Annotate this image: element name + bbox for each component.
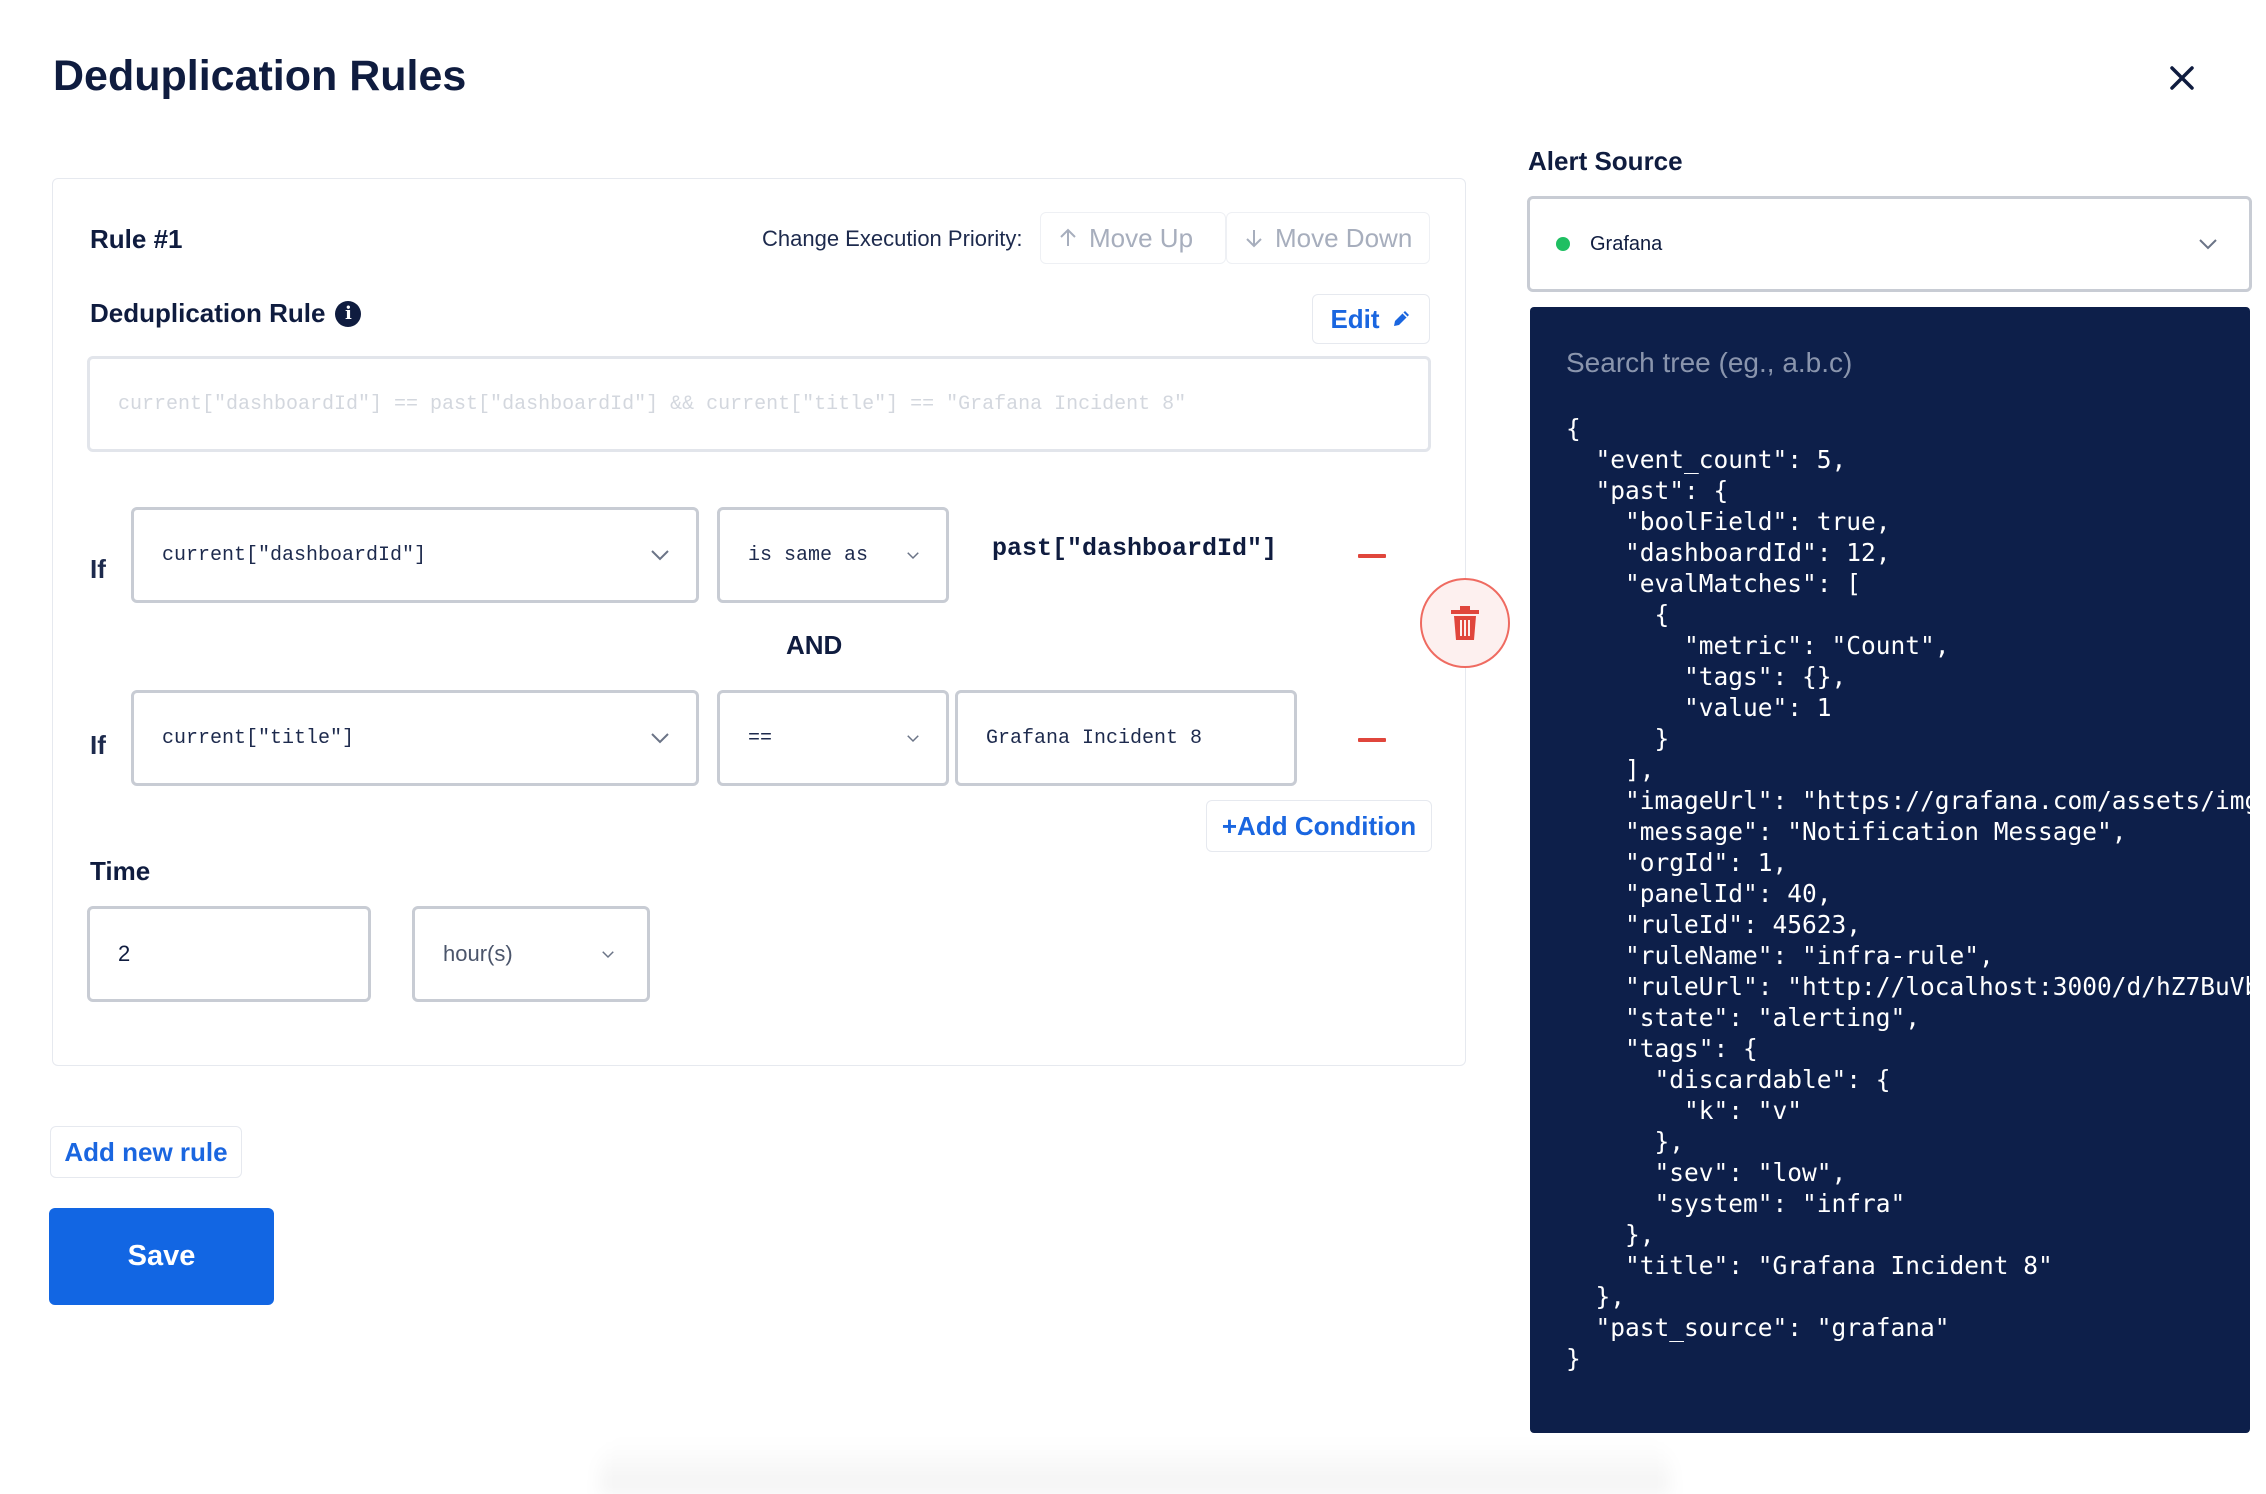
tree-line: "ruleId": 45623, bbox=[1566, 910, 1862, 939]
tree-line: "value": 1 bbox=[1566, 693, 1832, 722]
rule-expression-field[interactable]: current["dashboardId"] == past["dashboar… bbox=[87, 356, 1431, 452]
delete-rule-button[interactable] bbox=[1420, 578, 1510, 668]
payload-json-tree: { "event_count": 5, "past": { "boolField… bbox=[1566, 413, 2250, 1374]
tree-line: "orgId": 1, bbox=[1566, 848, 1788, 877]
edit-label: Edit bbox=[1330, 303, 1380, 334]
tree-line: } bbox=[1566, 1344, 1581, 1373]
condition-value: past["dashboardId"] bbox=[992, 534, 1278, 563]
tree-line: "message": "Notification Message", bbox=[1566, 817, 2127, 846]
add-condition-button[interactable]: +Add Condition bbox=[1206, 800, 1432, 852]
chevron-down-icon bbox=[907, 552, 919, 560]
chevron-down-icon bbox=[2199, 239, 2217, 250]
move-down-button[interactable]: Move Down bbox=[1226, 212, 1430, 264]
remove-condition-button[interactable] bbox=[1358, 738, 1386, 742]
tree-line: "metric": "Count", bbox=[1566, 631, 1950, 660]
tree-line: "tags": {}, bbox=[1566, 662, 1847, 691]
time-value-input[interactable]: 2 bbox=[87, 906, 371, 1002]
tree-line: "ruleName": "infra-rule", bbox=[1566, 941, 1994, 970]
time-unit-value: hour(s) bbox=[443, 941, 513, 966]
tree-line: "imageUrl": "https://grafana.com/assets/… bbox=[1566, 786, 2250, 815]
chevron-down-icon bbox=[651, 550, 669, 561]
alert-source-select[interactable]: Grafana bbox=[1527, 196, 2252, 292]
tree-line: "boolField": true, bbox=[1566, 507, 1891, 536]
tree-line: "past": { bbox=[1566, 476, 1729, 505]
condition-field-select[interactable]: current["dashboardId"] bbox=[131, 507, 699, 603]
tree-line: "tags": { bbox=[1566, 1034, 1758, 1063]
bottom-shadow bbox=[600, 1440, 1670, 1494]
condition-field-value: current["title"] bbox=[162, 726, 355, 750]
condition-operator-select[interactable]: is same as bbox=[717, 507, 949, 603]
chevron-down-icon bbox=[907, 735, 919, 743]
tree-search-input[interactable] bbox=[1566, 347, 2206, 379]
status-dot-icon bbox=[1556, 237, 1570, 251]
alert-source-value: Grafana bbox=[1590, 232, 1663, 255]
pencil-icon bbox=[1393, 311, 1409, 326]
tree-line: }, bbox=[1566, 1220, 1655, 1249]
alert-source-label: Alert Source bbox=[1528, 146, 1683, 176]
tree-line: "state": "alerting", bbox=[1566, 1003, 1921, 1032]
tree-line: "event_count": 5, bbox=[1566, 445, 1847, 474]
trash-icon bbox=[1451, 606, 1479, 640]
move-up-button[interactable]: Move Up bbox=[1040, 212, 1226, 264]
condition-value-input[interactable]: Grafana Incident 8 bbox=[955, 690, 1297, 786]
if-label: If bbox=[90, 554, 106, 584]
tree-line: "discardable": { bbox=[1566, 1065, 1891, 1094]
close-icon[interactable] bbox=[2160, 56, 2204, 100]
time-unit-select[interactable]: hour(s) bbox=[412, 906, 650, 1002]
time-label: Time bbox=[90, 856, 151, 886]
tree-line: }, bbox=[1566, 1127, 1685, 1156]
tree-line: } bbox=[1566, 724, 1670, 753]
arrow-down-icon bbox=[1246, 230, 1262, 248]
save-button[interactable]: Save bbox=[49, 1208, 274, 1305]
tree-line: ], bbox=[1566, 755, 1655, 784]
tree-line: "dashboardId": 12, bbox=[1566, 538, 1891, 567]
tree-line: "k": "v" bbox=[1566, 1096, 1803, 1125]
tree-line: "title": "Grafana Incident 8" bbox=[1566, 1251, 2053, 1280]
tree-line: "ruleUrl": "http://localhost:3000/d/hZ7B… bbox=[1566, 972, 2250, 1001]
tree-line: }, bbox=[1566, 1282, 1626, 1311]
and-joiner: AND bbox=[786, 630, 843, 660]
remove-condition-button[interactable] bbox=[1358, 554, 1386, 558]
tree-line: { bbox=[1566, 414, 1581, 443]
dedup-rule-heading: Deduplication Rule i bbox=[90, 298, 362, 329]
tree-line: "system": "infra" bbox=[1566, 1189, 1906, 1218]
arrow-up-icon bbox=[1060, 228, 1076, 246]
chevron-down-icon bbox=[602, 951, 614, 959]
condition-field-value: current["dashboardId"] bbox=[162, 543, 427, 567]
tree-line: { bbox=[1566, 600, 1670, 629]
tree-line: "evalMatches": [ bbox=[1566, 569, 1862, 598]
rule-number: Rule #1 bbox=[90, 224, 183, 254]
edit-button[interactable]: Edit bbox=[1312, 294, 1430, 344]
condition-operator-value: == bbox=[748, 726, 773, 750]
chevron-down-icon bbox=[651, 733, 669, 744]
priority-label: Change Execution Priority: bbox=[762, 226, 1023, 251]
dedup-rule-label: Deduplication Rule bbox=[90, 298, 326, 328]
page-title: Deduplication Rules bbox=[53, 52, 467, 100]
condition-operator-value: is same as bbox=[748, 543, 869, 567]
payload-tree-panel: { "event_count": 5, "past": { "boolField… bbox=[1530, 307, 2250, 1433]
condition-field-select[interactable]: current["title"] bbox=[131, 690, 699, 786]
move-down-label: Move Down bbox=[1275, 222, 1413, 253]
tree-line: "past_source": "grafana" bbox=[1566, 1313, 1950, 1342]
add-new-rule-button[interactable]: Add new rule bbox=[50, 1126, 242, 1178]
info-icon[interactable]: i bbox=[335, 300, 362, 327]
move-up-label: Move Up bbox=[1089, 222, 1194, 253]
condition-operator-select[interactable]: == bbox=[717, 690, 949, 786]
if-label: If bbox=[90, 730, 106, 760]
tree-line: "sev": "low", bbox=[1566, 1158, 1847, 1187]
tree-line: "panelId": 40, bbox=[1566, 879, 1832, 908]
